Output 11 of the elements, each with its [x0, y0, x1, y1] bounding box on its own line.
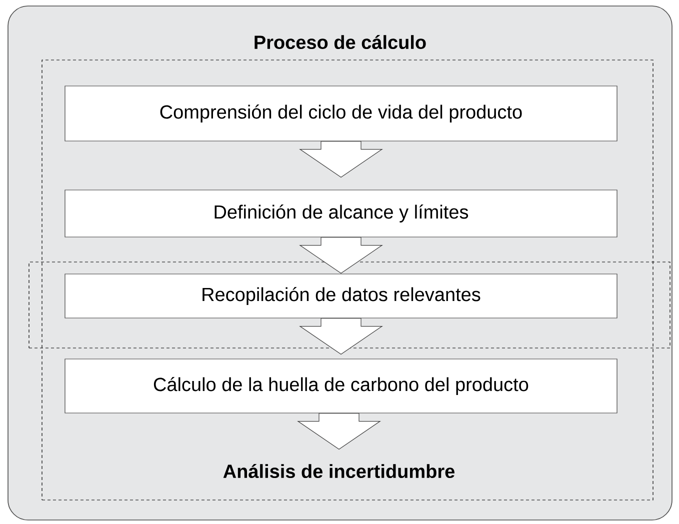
block-arrow	[299, 237, 383, 274]
block-arrow	[299, 318, 383, 355]
dashed-frame	[42, 60, 654, 500]
block-arrow	[299, 141, 383, 178]
process-box: Comprensión del ciclo de vida del producto	[64, 86, 618, 142]
process-box: Recopilación de datos relevantes	[64, 274, 618, 318]
process-box: Definición de alcance y límites	[64, 190, 618, 238]
result-text: Análisis de incertidumbre	[223, 464, 454, 478]
dashed-frame	[28, 262, 670, 348]
process-box: Cálculo de la huella de carbono del producto	[64, 358, 618, 414]
block-arrow	[297, 413, 381, 450]
